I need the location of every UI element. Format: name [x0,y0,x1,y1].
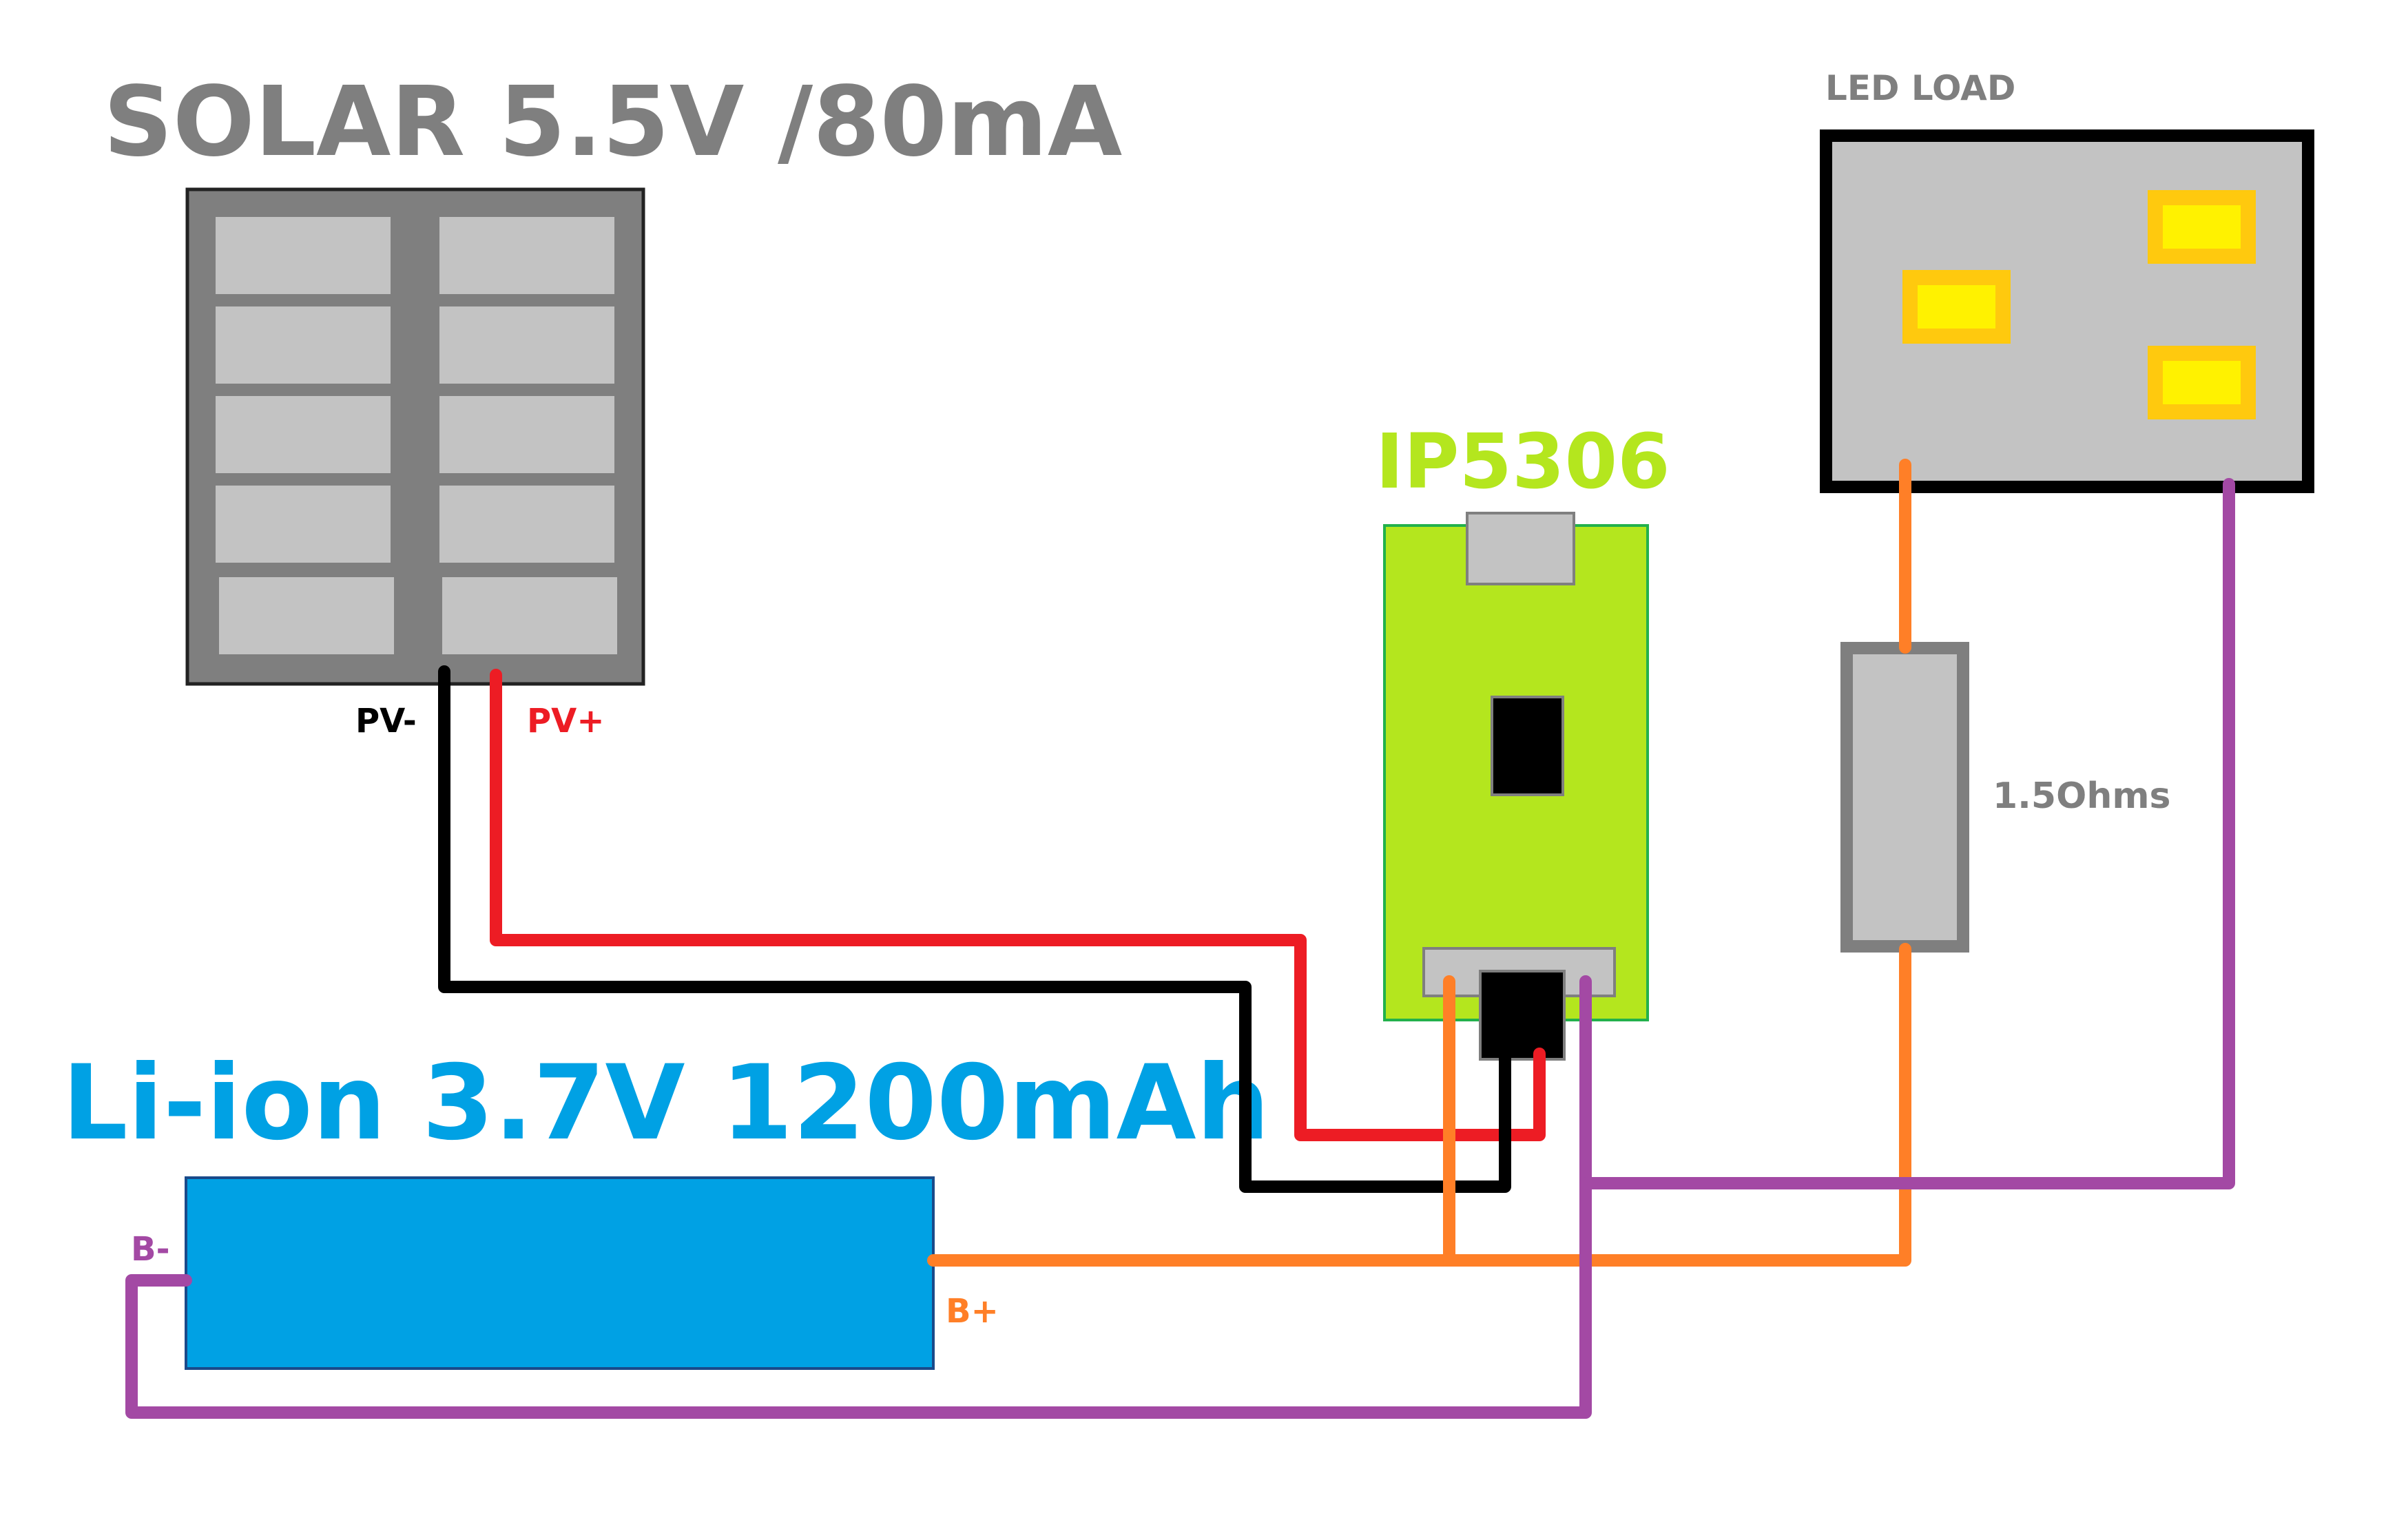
led-chip [1902,270,2011,344]
battery-neg-label: B- [131,1230,170,1269]
pv-neg-label: PV- [355,702,417,740]
wire-battery-positive [927,943,1911,1267]
battery-pos-label: B+ [946,1292,999,1331]
solar-panel [185,187,645,686]
resistor [1840,642,1969,953]
battery-title: Li-ion 3.7V 1200mAh [62,1043,1269,1163]
wire-pv-positive [490,669,1546,1141]
solar-cells [216,217,617,654]
led-chip [2148,190,2256,264]
led-load [1820,129,2314,493]
led-chip [2148,346,2256,419]
solar-title: SOLAR 5.5V /80mA [103,66,1122,178]
usb-port [1466,512,1575,585]
wire-battery-negative [125,975,1592,1419]
battery [185,1176,935,1370]
module-title: IP5306 [1376,417,1670,506]
solar-input-connector [1479,970,1566,1061]
wire-led-negative [1579,478,2235,1189]
pv-pos-label: PV+ [527,702,605,740]
ic-chip [1491,696,1564,796]
wire-pv-negative [438,665,1511,1193]
load-title: LED LOAD [1825,68,2015,108]
ip5306-module [1383,512,1649,1061]
resistor-label: 1.5Ohms [1993,776,2170,817]
